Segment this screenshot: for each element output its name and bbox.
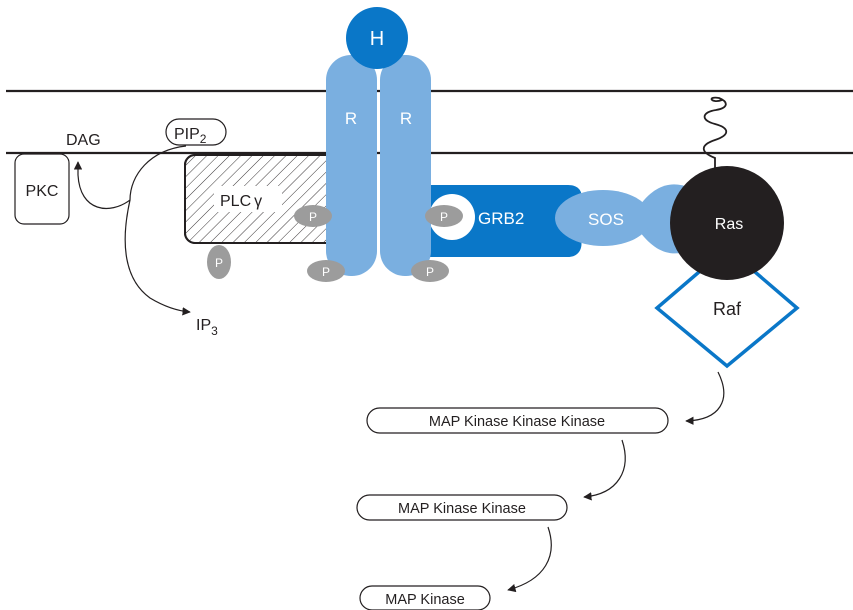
svg-text:P: P [309, 210, 317, 224]
cascade-mapkkk: MAP Kinase Kinase Kinase [366, 407, 669, 434]
phospho-receptor-right-lower: P [411, 260, 449, 282]
arrow-raf-to-mapkkk [685, 371, 725, 425]
raf-label: Raf [713, 299, 742, 319]
grb2-label: GRB2 [478, 209, 524, 228]
svg-text:MAP Kinase: MAP Kinase [385, 592, 465, 608]
phospho-plc: P [207, 245, 231, 279]
phospho-receptor-left-upper: P [294, 205, 332, 227]
svg-text:P: P [215, 256, 223, 270]
svg-text:H: H [370, 28, 384, 50]
dag-label: DAG [66, 132, 101, 149]
pkc-label: PKC [26, 183, 59, 200]
pip2-node: PIP2 [165, 118, 227, 146]
arrow-pip2-to-ip3 [124, 199, 191, 316]
cascade-mapk: MAP Kinase [359, 585, 491, 610]
ip3-label: IP3 [196, 317, 218, 338]
arrow-mapkk-to-mapk [507, 526, 552, 593]
ras-protein: Ras [670, 166, 784, 280]
ras-label: Ras [715, 216, 743, 233]
raf-kinase: Raf [654, 245, 800, 369]
phospho-receptor-right-upper: P [425, 205, 463, 227]
receptor-right: R [380, 55, 431, 276]
phospho-receptor-left-lower: P [307, 260, 345, 282]
pkc-box: PKC [14, 153, 70, 225]
arrow-mapkkk-to-mapkk [583, 439, 626, 501]
arrow-pip2-to-dag [73, 145, 187, 209]
ras-lipid-anchor [702, 96, 728, 170]
sos-label: SOS [588, 210, 624, 229]
svg-text:P: P [440, 210, 448, 224]
svg-text:P: P [322, 265, 330, 279]
receptor-left: R [326, 55, 377, 276]
svg-text:R: R [345, 109, 357, 128]
svg-text:MAP Kinase Kinase Kinase: MAP Kinase Kinase Kinase [429, 414, 605, 430]
hormone: H [346, 7, 408, 69]
svg-text:PIP2: PIP2 [174, 126, 207, 146]
svg-text:P: P [426, 265, 434, 279]
svg-text:MAP Kinase Kinase: MAP Kinase Kinase [398, 501, 526, 517]
cascade-mapkk: MAP Kinase Kinase [356, 494, 568, 521]
svg-text:R: R [400, 109, 412, 128]
